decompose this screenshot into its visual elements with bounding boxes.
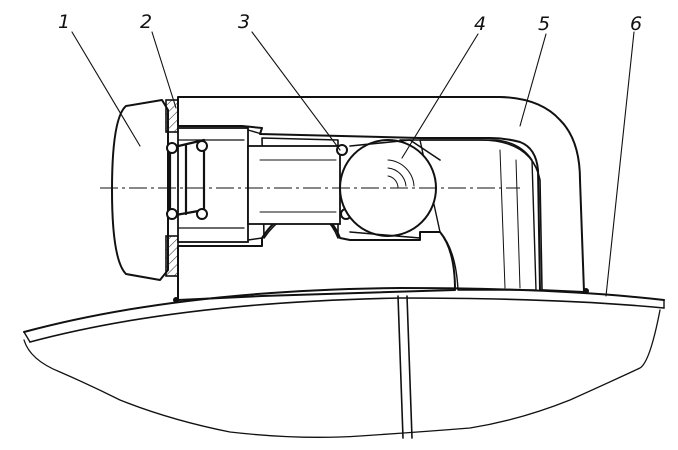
coil-end-bottom-right [196,208,208,220]
spring-cage [177,127,249,243]
leader-1 [71,31,141,147]
coil-end-bottom-left [166,208,178,220]
spring-coil [168,138,206,218]
nozzle-pipe [399,139,543,291]
tank-shell-break-line [23,309,661,438]
callout-2: 2 [140,11,152,33]
ball-seat [349,139,441,239]
cap-plug [111,99,169,281]
gasket-top [165,99,179,133]
inner-rib-right [406,295,413,439]
callout-1: 1 [58,11,70,33]
stem-ring-top [336,144,348,156]
callout-5: 5 [538,13,550,35]
gasket-bottom [165,235,179,277]
weld-right [583,288,589,294]
callout-3: 3 [238,11,250,33]
ball-shading [387,159,415,189]
inner-rib-left [397,295,404,439]
coil-end-top-left [166,142,178,154]
valve-housing [177,96,585,293]
leader-2 [151,31,177,109]
callout-6: 6 [630,13,642,35]
tank-shell-wall-inner [29,297,665,343]
callout-4: 4 [474,13,486,35]
leader-5 [519,33,547,127]
weld-left [173,297,179,303]
leader-3 [251,31,341,151]
tank-shell-wall [23,287,665,333]
valve-stem [247,145,341,225]
leader-4 [401,33,479,159]
coil-end-top-right [196,140,208,152]
cylindrical-passage [419,139,537,291]
leader-6 [605,31,635,297]
